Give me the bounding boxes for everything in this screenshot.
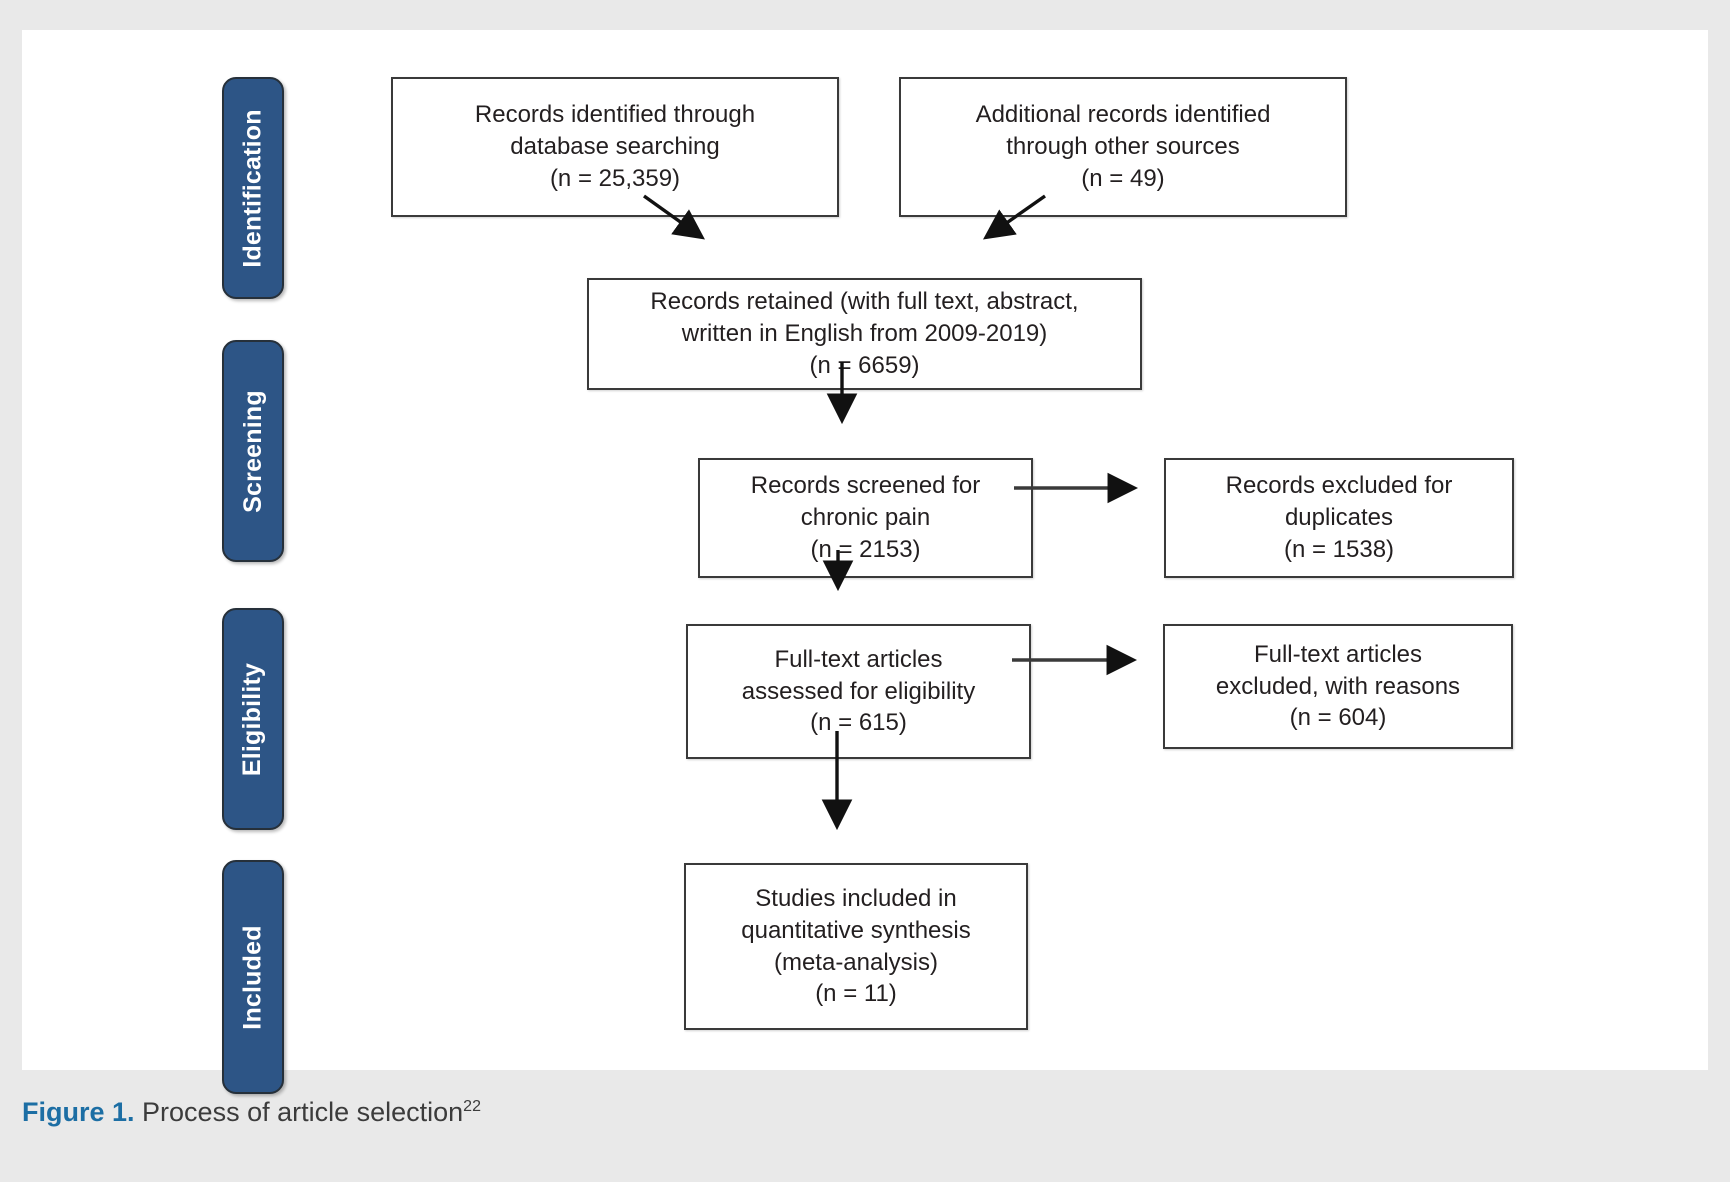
- flow-box-text: Records retained (with full text, abstra…: [650, 288, 1079, 379]
- stage-bar-included: Included: [222, 860, 284, 1094]
- flow-box-text: Full-text articles assessed for eligibil…: [741, 645, 976, 737]
- flow-box-fulltext-assessed: Full-text articles assessed for eligibil…: [686, 624, 1031, 759]
- figure-caption: Figure 1. Process of article selection22: [22, 1097, 481, 1128]
- flow-box-records-screened: Records screened for chronic pain (n = 2…: [698, 458, 1033, 578]
- stage-label-identification: Identification: [238, 108, 267, 268]
- flow-box-records-identified-database: Records identified through database sear…: [391, 77, 839, 217]
- stage-label-included: Included: [238, 924, 267, 1030]
- flow-box-text: Records identified through database sear…: [474, 101, 756, 192]
- flow-box-studies-included: Studies included in quantitative synthes…: [684, 863, 1028, 1030]
- stage-bar-identification: Identification: [222, 77, 284, 299]
- flow-box-text: Studies included in quantitative synthes…: [741, 884, 971, 1008]
- flow-box-records-retained: Records retained (with full text, abstra…: [587, 278, 1142, 390]
- figure-canvas: Identification Screening Eligibility Inc…: [22, 30, 1708, 1094]
- stage-label-screening: Screening: [238, 389, 267, 513]
- flow-box-additional-records-other-sources: Additional records identified through ot…: [899, 77, 1347, 217]
- flow-box-text: Records excluded for duplicates (n = 153…: [1225, 472, 1453, 563]
- figure-number: Figure 1.: [22, 1097, 135, 1127]
- figure-caption-reference: 22: [463, 1098, 481, 1115]
- flow-box-text: Full-text articles excluded, with reason…: [1215, 640, 1461, 732]
- figure-caption-text: Process of article selection: [134, 1097, 464, 1127]
- flow-box-text: Records screened for chronic pain (n = 2…: [750, 472, 981, 563]
- stage-label-eligibility: Eligibility: [238, 662, 267, 776]
- flow-box-text: Additional records identified through ot…: [975, 101, 1271, 192]
- stage-bar-eligibility: Eligibility: [222, 608, 284, 830]
- flow-box-fulltext-excluded: Full-text articles excluded, with reason…: [1163, 624, 1513, 749]
- stage-bar-screening: Screening: [222, 340, 284, 562]
- flow-box-records-excluded-duplicates: Records excluded for duplicates (n = 153…: [1164, 458, 1514, 578]
